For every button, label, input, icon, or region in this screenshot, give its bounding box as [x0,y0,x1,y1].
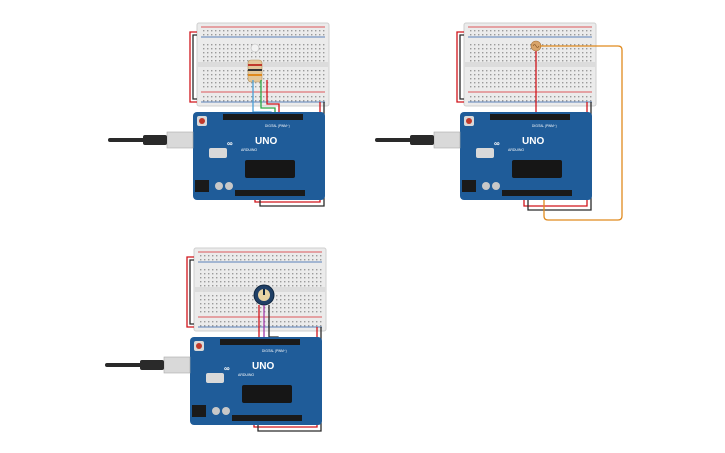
digital-label: DIGITAL (PWM~) [265,124,290,128]
photoresistor-icon[interactable] [530,40,542,52]
arduino-uno-board[interactable]: UNO ∞ ARDUINO DIGITAL (PWM~) [193,112,325,200]
maker-text: ARDUINO [238,373,254,377]
circuit-1[interactable]: UNO ∞ ARDUINO DIGITAL (PWM~) [105,20,335,210]
usb-cable[interactable] [108,131,194,149]
svg-text:∞: ∞ [494,139,500,148]
digital-label: DIGITAL (PWM~) [532,124,557,128]
maker-text: ARDUINO [241,148,257,152]
svg-text:∞: ∞ [227,139,233,148]
maker-text: ARDUINO [508,148,524,152]
circuit-2[interactable]: UNO ∞ ARDUINO DIGITAL (PWM~) [372,20,632,225]
uno-logo-text: UNO [252,361,274,372]
potentiometer-icon[interactable] [253,284,275,306]
svg-text:∞: ∞ [224,364,230,373]
arduino-uno-board[interactable]: UNO ∞ ARDUINO DIGITAL (PWM~) [460,112,592,200]
resistor[interactable] [247,59,263,83]
uno-logo-text: UNO [522,136,544,147]
uno-logo-text: UNO [255,136,277,147]
usb-cable[interactable] [375,131,461,149]
circuit-3[interactable]: UNO ∞ ARDUINO DIGITAL (PWM~) [102,245,332,437]
breadboard[interactable] [463,22,597,107]
circuit-3-drawing: UNO ∞ ARDUINO DIGITAL (PWM~) [105,247,327,432]
circuit-1-drawing: UNO ∞ ARDUINO DIGITAL (PWM~) [108,22,330,207]
usb-cable[interactable] [105,356,191,374]
digital-label: DIGITAL (PWM~) [262,349,287,353]
circuit-2-drawing: UNO ∞ ARDUINO DIGITAL (PWM~) [375,22,623,221]
breadboard[interactable] [196,22,330,107]
led-icon[interactable] [250,43,260,53]
arduino-uno-board[interactable]: UNO ∞ ARDUINO DIGITAL (PWM~) [190,337,322,425]
